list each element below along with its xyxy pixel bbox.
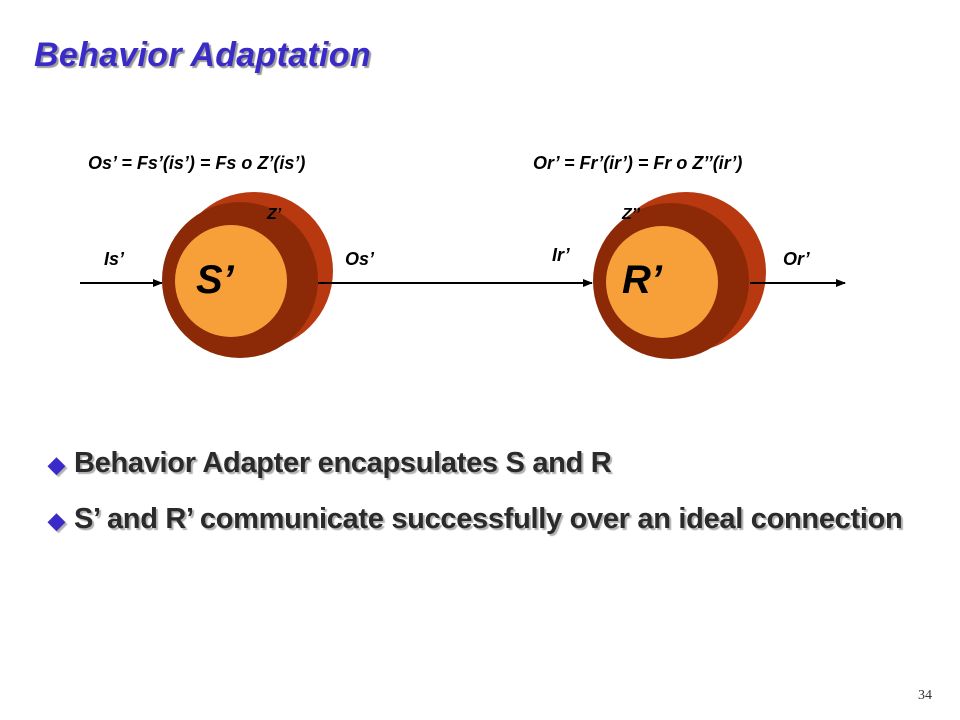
r-wrapper-label: Z’’ (622, 206, 641, 223)
diamond-bullet-icon: ◆ (48, 508, 65, 533)
s-node-label: S’ (196, 258, 234, 302)
page-number: 34 (918, 688, 932, 703)
s-input-label: Is’ (104, 249, 125, 269)
bullet-text: S’ and R’ communicate successfully over … (74, 503, 903, 535)
r-output-label: Or’ (783, 249, 810, 269)
diamond-bullet-icon: ◆ (48, 452, 65, 477)
bullet-text: Behavior Adapter encapsulates S and R (74, 447, 612, 479)
slide-title: Behavior Adaptation (34, 36, 371, 74)
bullet-list: ◆ Behavior Adapter encapsulates S and R … (48, 440, 928, 552)
s-wrapper-label: Z’ (267, 206, 282, 223)
r-node (593, 192, 766, 359)
formula-r: Or’ = Fr’(ir’) = Fr o Z’’(ir’) (533, 153, 743, 173)
formula-s: Os’ = Fs’(is’) = Fs o Z’(is’) (88, 153, 306, 173)
bullet-item: ◆ S’ and R’ communicate successfully ove… (48, 496, 928, 542)
s-node (162, 192, 333, 358)
r-input-label: Ir’ (552, 245, 570, 265)
r-node-label: R’ (622, 258, 662, 302)
s-output-label: Os’ (345, 249, 375, 269)
r-inner-circle (606, 226, 718, 338)
s-inner-circle (175, 225, 287, 337)
bullet-item: ◆ Behavior Adapter encapsulates S and R (48, 440, 928, 486)
